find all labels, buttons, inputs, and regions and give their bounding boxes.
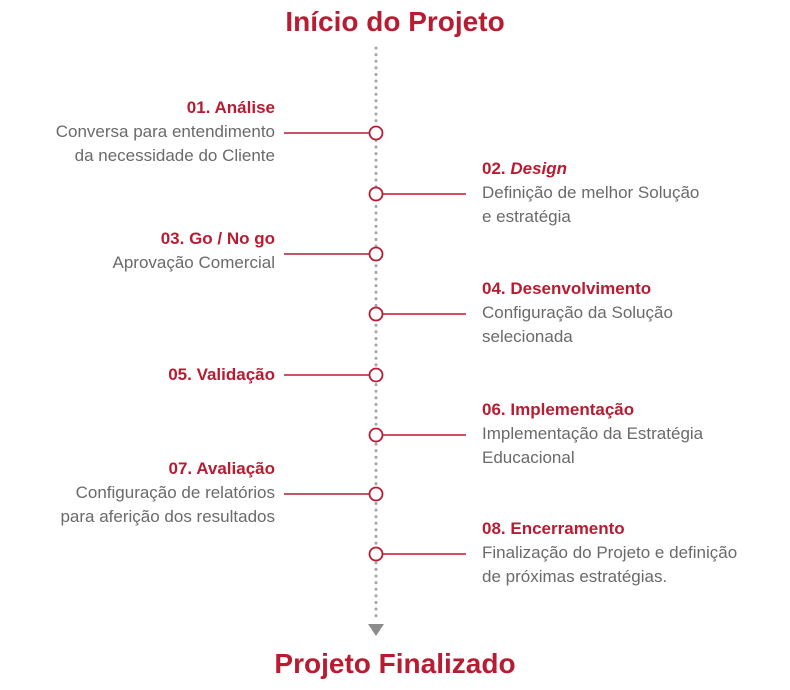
step-5: 05. Validação [168,363,275,387]
step-number: 04. [482,279,506,298]
step-description-line: para aferição dos resultados [60,507,275,526]
step-node-icon [368,125,384,141]
step-title: 02. Design [482,157,699,181]
step-connectors [284,125,466,562]
step-description-line: Configuração da Solução [482,303,673,322]
step-node-icon [368,367,384,383]
timeline-arrow-icon [368,624,384,636]
step-title: 08. Encerramento [482,517,737,541]
step-title: 07. Avaliação [60,457,275,481]
step-title: 06. Implementação [482,398,703,422]
step-name: Design [510,159,568,178]
step-number: 08. [482,519,506,538]
step-name: Desenvolvimento [510,279,652,298]
step-number: 02. [482,159,506,178]
step-title: 03. Go / No go [112,227,275,251]
step-node-icon [368,427,384,443]
step-description-line: Conversa para entendimento [55,122,275,141]
step-3: 03. Go / No go Aprovação Comercial [112,227,275,275]
step-node-icon [368,306,384,322]
step-description-line: Definição de melhor Solução [482,183,700,202]
step-number: 06. [482,400,506,419]
step-node-icon [368,486,384,502]
step-description-line: de próximas estratégias. [482,567,668,586]
step-node-icon [368,246,384,262]
step-title: 05. Validação [168,363,275,387]
step-name: Validação [196,365,275,384]
step-number: 03. [160,229,185,248]
step-name: Encerramento [510,519,625,538]
step-description-line: Aprovação Comercial [112,253,275,272]
end-title: Projeto Finalizado [274,648,516,679]
step-number: 07. [168,459,193,478]
step-name: Go / No go [189,229,275,248]
start-title: Início do Projeto [285,6,505,37]
step-node-icon [368,186,384,202]
step-description-line: da necessidade do Cliente [74,146,275,165]
step-description-line: Finalização do Projeto e definição [482,543,738,562]
step-number: 05. [168,365,192,384]
step-number: 01. [186,98,211,117]
step-description-line: Implementação da Estratégia [482,424,704,443]
step-name: Avaliação [196,459,275,478]
step-description-line: Configuração de relatórios [75,483,275,502]
step-description-line: selecionada [482,327,573,346]
step-name: Implementação [510,400,635,419]
step-description-line: Educacional [482,448,575,467]
step-description-line: e estratégia [482,207,571,226]
step-name: Análise [214,98,275,117]
step-title: 01. Análise [56,96,275,120]
step-node-icon [368,546,384,562]
step-title: 04. Desenvolvimento [482,277,673,301]
